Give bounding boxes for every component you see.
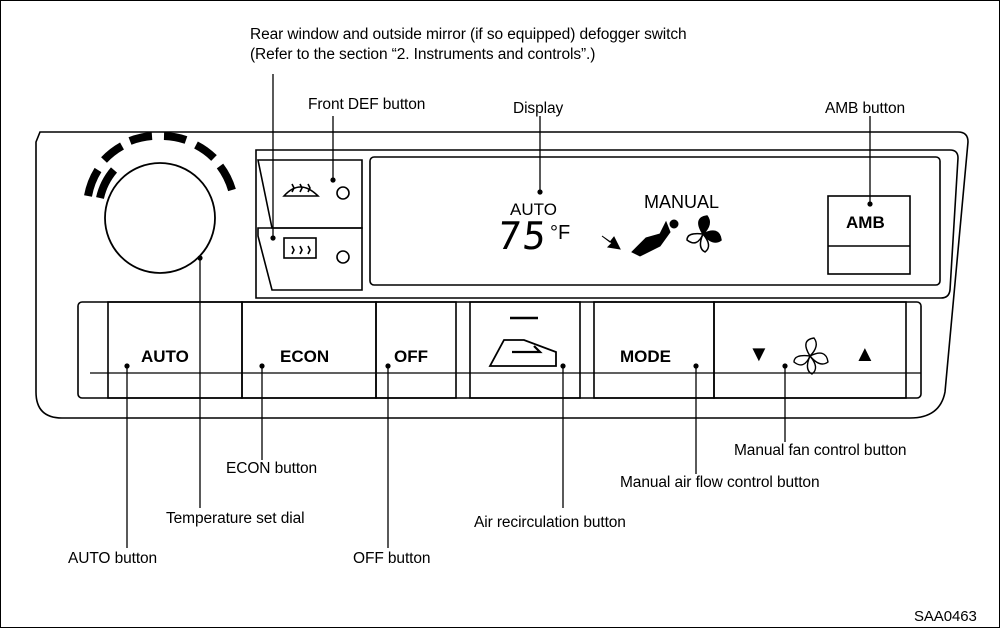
- amb-button-shape: [827, 195, 911, 275]
- strip-fan-icon: [793, 337, 829, 375]
- display-label: Display: [513, 100, 564, 117]
- mode-button[interactable]: MODE: [620, 347, 671, 366]
- airflow-icon: [601, 219, 679, 257]
- console-bezel: [35, 131, 969, 419]
- econ-label: ECON button: [226, 460, 318, 477]
- display-auto-indicator: AUTO: [510, 200, 557, 219]
- rear-defogger-label-line1: Rear window and outside mirror (if so eq…: [250, 26, 687, 43]
- display-window: [369, 156, 941, 286]
- display-fan-icon: [686, 215, 722, 253]
- air-recirculation-label: Air recirculation button: [474, 514, 626, 531]
- manual-air-flow-label: Manual air flow control button: [620, 474, 820, 491]
- temperature-dial-label: Temperature set dial: [166, 510, 305, 527]
- fan-up-button[interactable]: ▲: [854, 341, 876, 366]
- figure-code: SAA0463: [914, 608, 977, 625]
- auto-button[interactable]: AUTO: [141, 347, 189, 366]
- manual-fan-label: Manual fan control button: [734, 442, 907, 459]
- rear-defogger-label-line2: (Refer to the section “2. Instruments an…: [250, 46, 596, 63]
- rear-def-housing: [257, 227, 363, 291]
- display-manual-indicator: MANUAL: [644, 192, 720, 212]
- upper-module: [255, 149, 959, 299]
- display-temperature: 75: [495, 214, 551, 258]
- recirculation-icon: [488, 316, 557, 367]
- temperature-dial: [104, 162, 216, 274]
- off-button[interactable]: OFF: [394, 347, 428, 366]
- fan-down-button[interactable]: ▼: [748, 341, 770, 366]
- amb-button[interactable]: AMB: [846, 213, 885, 232]
- off-label: OFF button: [353, 550, 431, 567]
- display-unit: °F: [550, 222, 571, 244]
- rear-def-icon: [283, 237, 350, 264]
- front-def-label: Front DEF button: [308, 96, 426, 113]
- econ-button[interactable]: ECON: [280, 347, 330, 366]
- front-def-icon: [282, 183, 350, 200]
- amb-label: AMB button: [825, 100, 905, 117]
- auto-label: AUTO button: [68, 550, 158, 567]
